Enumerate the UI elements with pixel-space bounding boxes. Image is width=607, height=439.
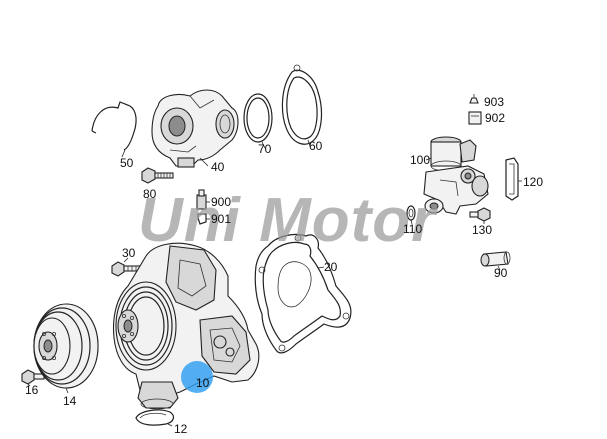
part-130-bolt[interactable] [469, 207, 491, 224]
part-80-bolt[interactable] [141, 167, 174, 184]
part-20-pump-gasket[interactable] [254, 233, 352, 354]
callout-30[interactable]: 30 [122, 246, 136, 260]
part-900-temperature-sensor[interactable] [196, 189, 210, 210]
callout-80[interactable]: 80 [143, 187, 157, 201]
part-10-water-pump[interactable] [112, 242, 260, 410]
watermark-text: Uni Motor [138, 186, 438, 255]
callout-130[interactable]: 130 [472, 223, 492, 237]
part-14-pulley[interactable] [33, 303, 99, 394]
callout-90[interactable]: 90 [494, 266, 508, 280]
callout-40[interactable]: 40 [211, 160, 225, 174]
callout-110[interactable]: 110 [403, 222, 422, 236]
callout-60[interactable]: 60 [309, 139, 323, 153]
part-120-bracket-clip[interactable] [505, 157, 522, 201]
part-50-wire-clip[interactable] [91, 101, 137, 158]
callout-901[interactable]: 901 [211, 212, 231, 226]
part-40-thermostat-housing[interactable] [151, 89, 239, 168]
callout-902[interactable]: 902 [485, 111, 505, 125]
part-100-valve-assembly[interactable] [423, 136, 489, 215]
part-90-pipe-sleeve[interactable] [480, 251, 511, 271]
part-70-seal-ring[interactable] [243, 93, 273, 149]
callout-14[interactable]: 14 [63, 394, 77, 408]
callout-16[interactable]: 16 [25, 383, 39, 397]
callout-10[interactable]: 10 [196, 376, 210, 390]
part-901-sensor-clip[interactable] [197, 213, 210, 225]
part-902-connector[interactable] [468, 111, 482, 125]
callout-12[interactable]: 12 [174, 422, 188, 436]
part-110-o-ring[interactable] [406, 205, 416, 225]
callout-50[interactable]: 50 [120, 156, 134, 170]
highlight-marker-part-10[interactable] [181, 361, 213, 393]
callout-120[interactable]: 120 [523, 175, 543, 189]
part-60-gasket[interactable] [281, 64, 323, 147]
callout-100[interactable]: 100 [410, 153, 430, 167]
callout-903[interactable]: 903 [484, 95, 504, 109]
part-12-o-ring[interactable] [135, 409, 175, 427]
callout-20[interactable]: 20 [324, 260, 338, 274]
callout-70[interactable]: 70 [258, 142, 272, 156]
part-903-connector-cap[interactable] [469, 94, 479, 104]
callout-900[interactable]: 900 [211, 195, 231, 209]
